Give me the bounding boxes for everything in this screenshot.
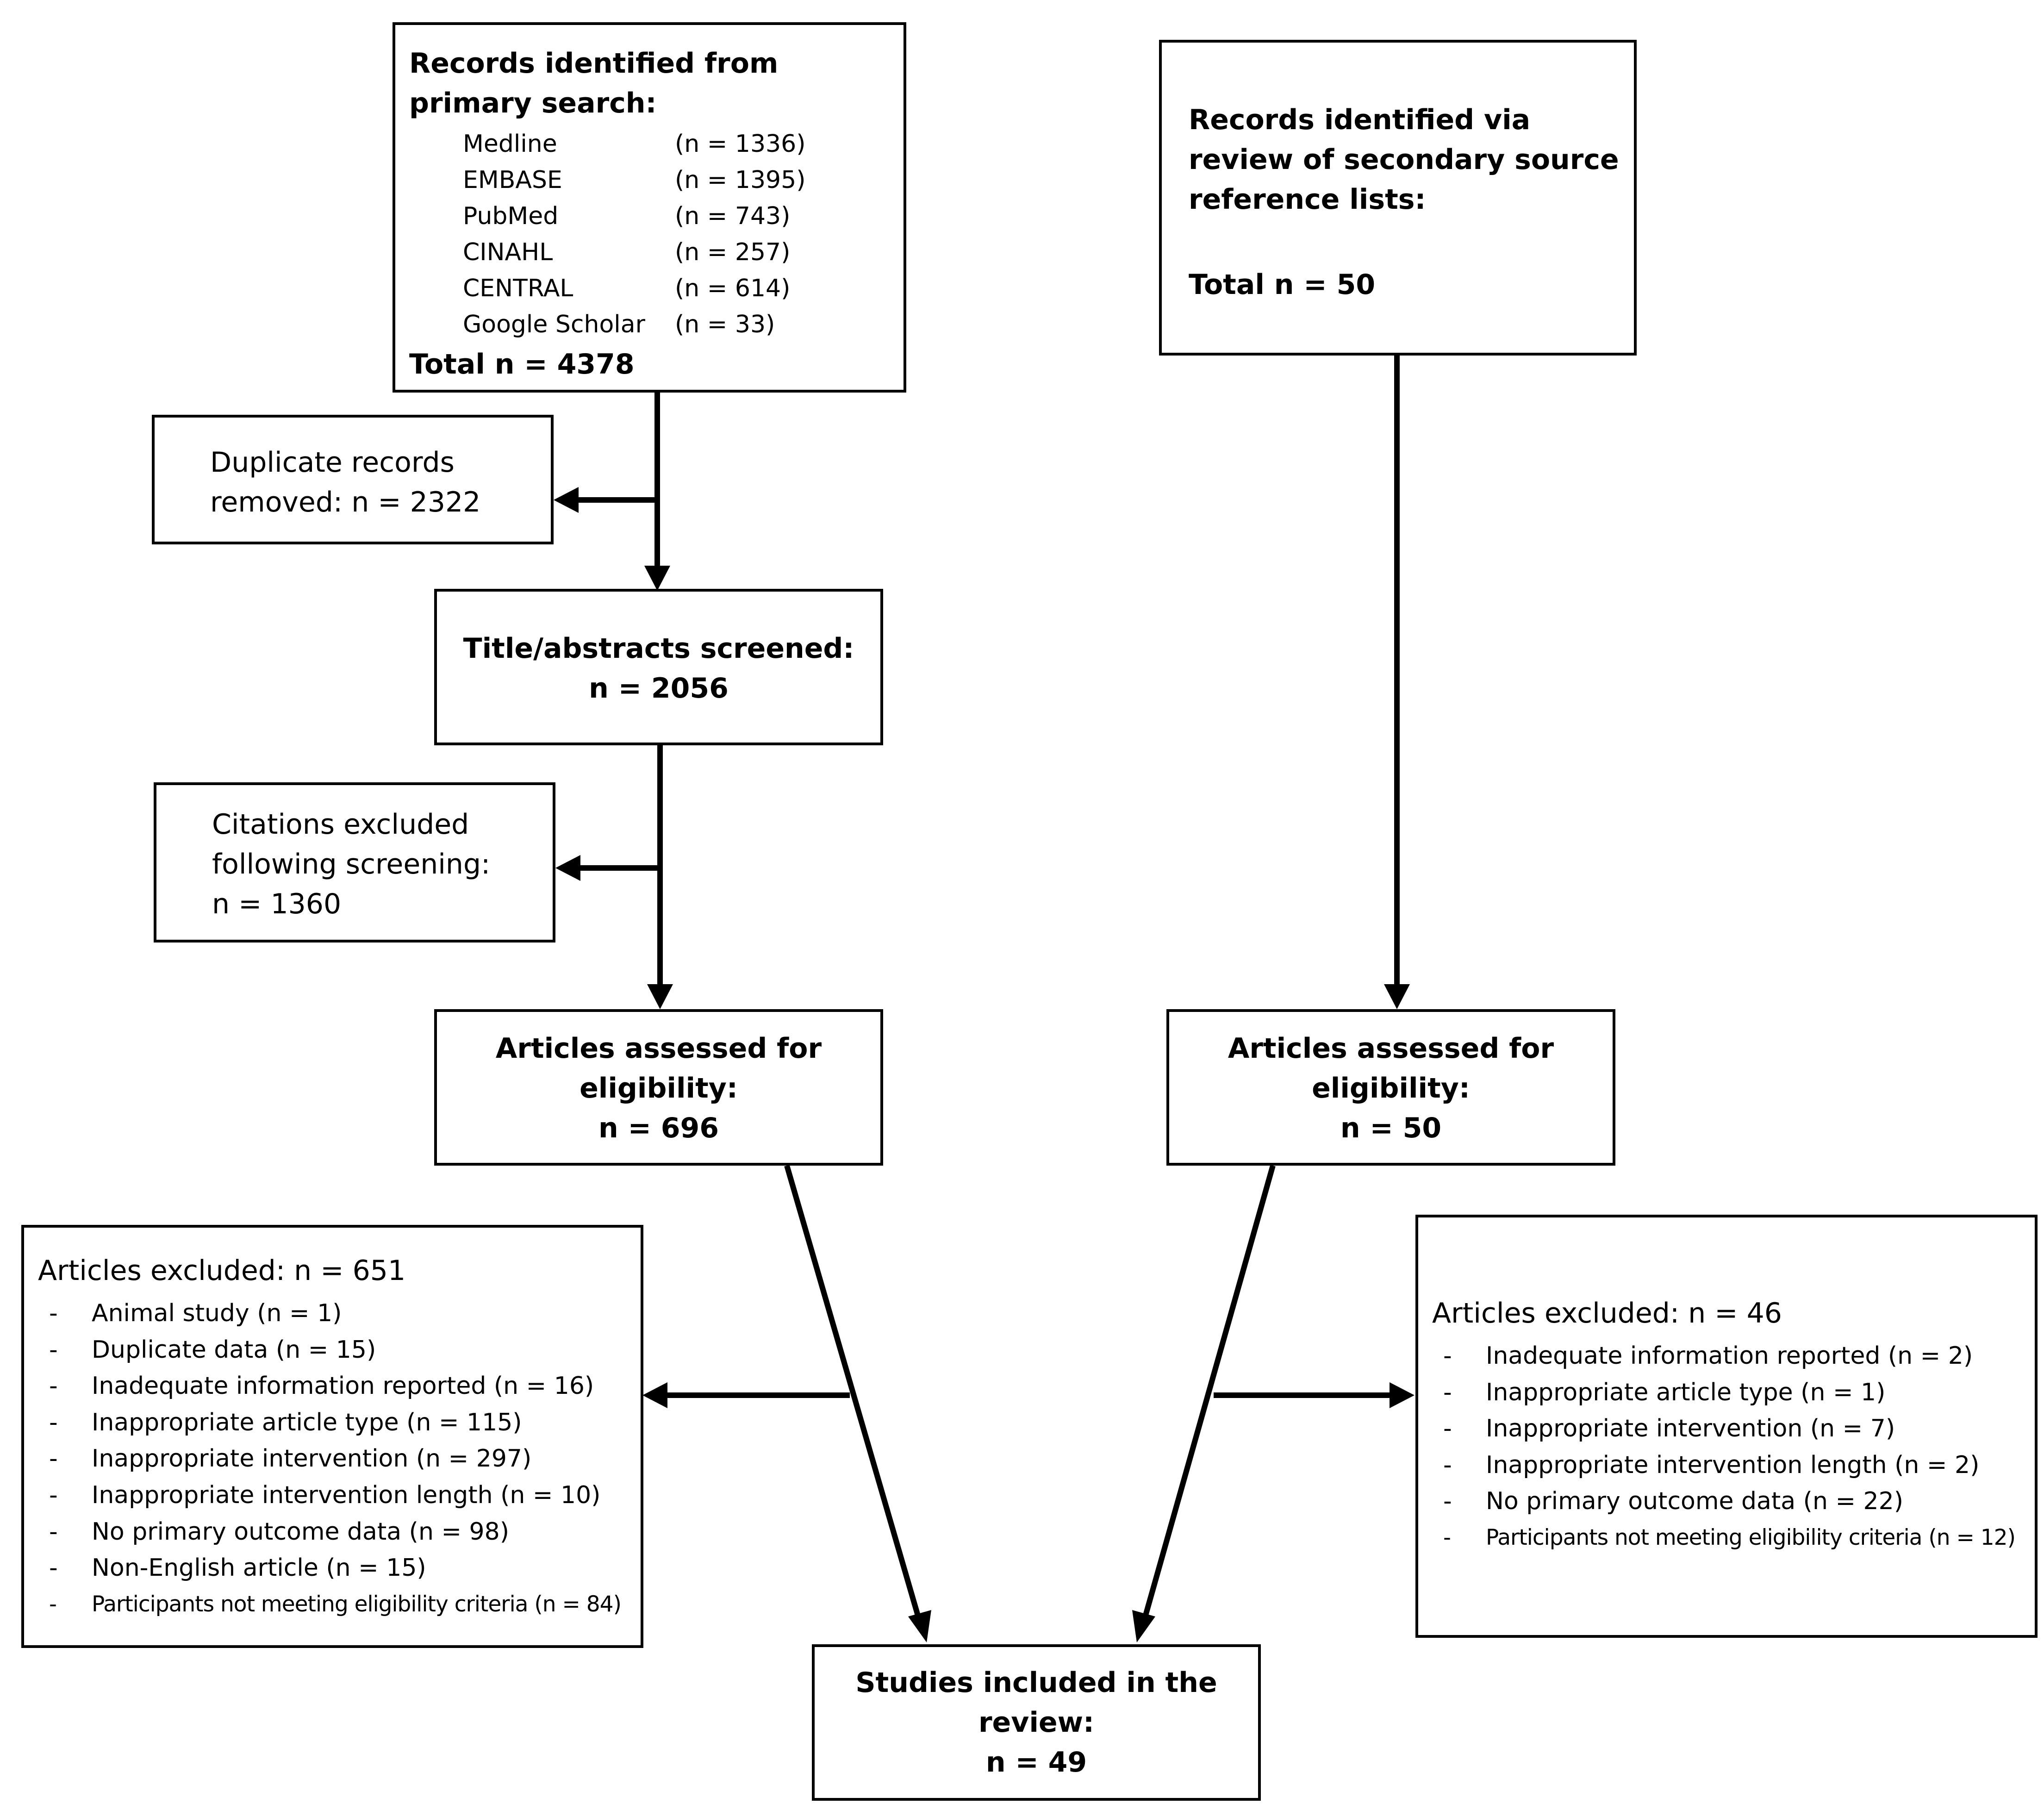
exclusion-reason: Animal study (n = 1) — [38, 1295, 621, 1332]
source-count: (n = 1395) — [675, 166, 806, 194]
citations-count: n = 1360 — [212, 888, 342, 920]
studies-included-box: Studies included in the review: n = 49 — [812, 1644, 1261, 1801]
exclusion-reason: No primary outcome data (n = 22) — [1432, 1483, 2015, 1520]
secondary-total: Total n = 50 — [1189, 268, 1376, 301]
arrowhead-excluded-right — [1390, 1382, 1415, 1408]
included-line-1: Studies included in the — [855, 1666, 1217, 1699]
excluded-right-list: Inadequate information reported (n = 2) … — [1432, 1338, 2016, 1556]
exclusion-reason: Inadequate information reported (n = 16) — [38, 1368, 621, 1404]
excluded-left-box: Articles excluded: n = 651 Animal study … — [21, 1225, 643, 1648]
excluded-right-title: Articles excluded: n = 46 — [1432, 1297, 1782, 1329]
included-count: n = 49 — [985, 1746, 1087, 1779]
exclusion-reason: Duplicate data (n = 15) — [38, 1332, 621, 1368]
source-count: (n = 257) — [675, 238, 791, 266]
citations-excluded-box: Citations excluded following screening: … — [154, 782, 555, 942]
assessed-left-count: n = 696 — [598, 1112, 719, 1144]
arrow-assessed-right-to-included — [1141, 1165, 1276, 1621]
source-name: Google Scholar — [463, 311, 645, 338]
assessed-right-count: n = 50 — [1340, 1112, 1442, 1144]
assessed-right-line-2: eligibility: — [1312, 1072, 1470, 1105]
assessed-right-line-1: Articles assessed for — [1228, 1032, 1554, 1065]
secondary-source-heading: Records identified via review of seconda… — [1189, 104, 1619, 216]
included-line-2: review: — [978, 1706, 1095, 1739]
exclusion-reason: Inappropriate article type (n = 1) — [1432, 1374, 2015, 1411]
secondary-source-box: Records identified via review of seconda… — [1159, 40, 1637, 356]
exclusion-reason: Inappropriate intervention length (n = 1… — [38, 1477, 621, 1514]
screened-box: Title/abstracts screened: n = 2056 — [434, 589, 883, 745]
arrowhead-assessed-right — [1384, 984, 1410, 1009]
excluded-left-title: Articles excluded: n = 651 — [38, 1255, 406, 1287]
screened-count: n = 2056 — [589, 672, 729, 705]
exclusion-reason: Inappropriate intervention length (n = 2… — [1432, 1447, 2015, 1484]
source-name: Medline — [463, 130, 557, 158]
source-name: EMBASE — [463, 166, 562, 194]
exclusion-reason: Inappropriate intervention (n = 297) — [38, 1441, 621, 1477]
exclusion-reason: Participants not meeting eligibility cri… — [38, 1586, 622, 1623]
citations-line-1: Citations excluded — [212, 808, 469, 841]
source-name: PubMed — [463, 202, 559, 230]
source-name: CENTRAL — [463, 275, 573, 302]
source-count: (n = 614) — [675, 275, 791, 302]
excluded-right-box: Articles excluded: n = 46 Inadequate inf… — [1415, 1215, 2038, 1638]
exclusion-reason: Participants not meeting eligibility cri… — [1432, 1520, 2016, 1556]
arrow-assessed-left-to-included — [784, 1165, 922, 1621]
exclusion-reason: Inadequate information reported (n = 2) — [1432, 1338, 2015, 1374]
duplicates-line-2: removed: n = 2322 — [210, 486, 481, 518]
arrowhead-screened — [644, 566, 670, 591]
screened-line-1: Title/abstracts screened: — [463, 632, 854, 665]
primary-total: Total n = 4378 — [409, 348, 635, 381]
primary-search-box: Records identified from primary search: … — [393, 22, 906, 393]
assessed-right-box: Articles assessed for eligibility: n = 5… — [1166, 1009, 1615, 1166]
exclusion-reason: No primary outcome data (n = 98) — [38, 1514, 621, 1550]
citations-line-2: following screening: — [212, 848, 491, 880]
source-count: (n = 33) — [675, 311, 775, 338]
source-count: (n = 743) — [675, 202, 791, 230]
duplicates-removed-box: Duplicate records removed: n = 2322 — [152, 415, 554, 544]
exclusion-reason: Non-English article (n = 15) — [38, 1550, 621, 1586]
source-count: (n = 1336) — [675, 130, 806, 158]
arrowhead-duplicates — [554, 487, 579, 513]
assessed-left-line-2: eligibility: — [580, 1072, 738, 1105]
duplicates-line-1: Duplicate records — [210, 446, 455, 479]
excluded-left-list: Animal study (n = 1) Duplicate data (n =… — [38, 1295, 622, 1623]
arrowhead-included-left — [908, 1610, 931, 1642]
arrowhead-excluded-left — [642, 1382, 667, 1408]
arrowhead-assessed-left — [647, 984, 673, 1009]
primary-search-heading: Records identified from primary search: — [409, 47, 779, 119]
arrowhead-included-right — [1132, 1610, 1155, 1642]
exclusion-reason: Inappropriate article type (n = 115) — [38, 1404, 621, 1441]
source-name: CINAHL — [463, 238, 553, 266]
arrowhead-citations — [555, 855, 580, 881]
assessed-left-box: Articles assessed for eligibility: n = 6… — [434, 1009, 883, 1166]
assessed-left-line-1: Articles assessed for — [495, 1032, 822, 1065]
exclusion-reason: Inappropriate intervention (n = 7) — [1432, 1411, 2015, 1447]
